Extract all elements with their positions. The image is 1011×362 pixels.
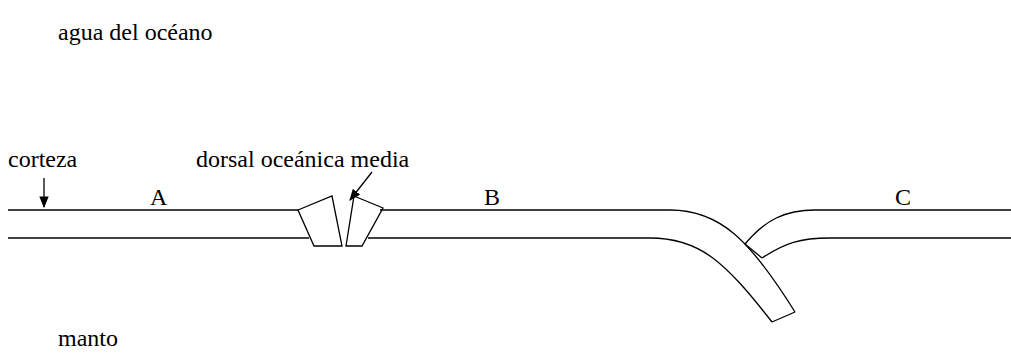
ridge-block — [298, 196, 342, 246]
plate-letter: A — [150, 183, 167, 211]
plate-end — [745, 244, 762, 258]
mantle-label: manto — [58, 324, 118, 352]
plate-bottom — [8, 237, 309, 238]
leader-arrow — [43, 178, 44, 207]
plate-bottom — [368, 238, 772, 322]
plate-end — [772, 312, 795, 322]
plate-bottom — [762, 238, 1011, 258]
ridge-label: dorsal oceánica media — [196, 145, 409, 173]
plate-letter: B — [484, 183, 500, 211]
plate-top — [380, 210, 795, 312]
plate-letter: C — [895, 183, 911, 211]
plate-top — [745, 210, 1011, 244]
leader-arrow — [350, 172, 372, 200]
water-label: agua del océano — [58, 18, 213, 46]
crust-label: corteza — [8, 145, 77, 173]
